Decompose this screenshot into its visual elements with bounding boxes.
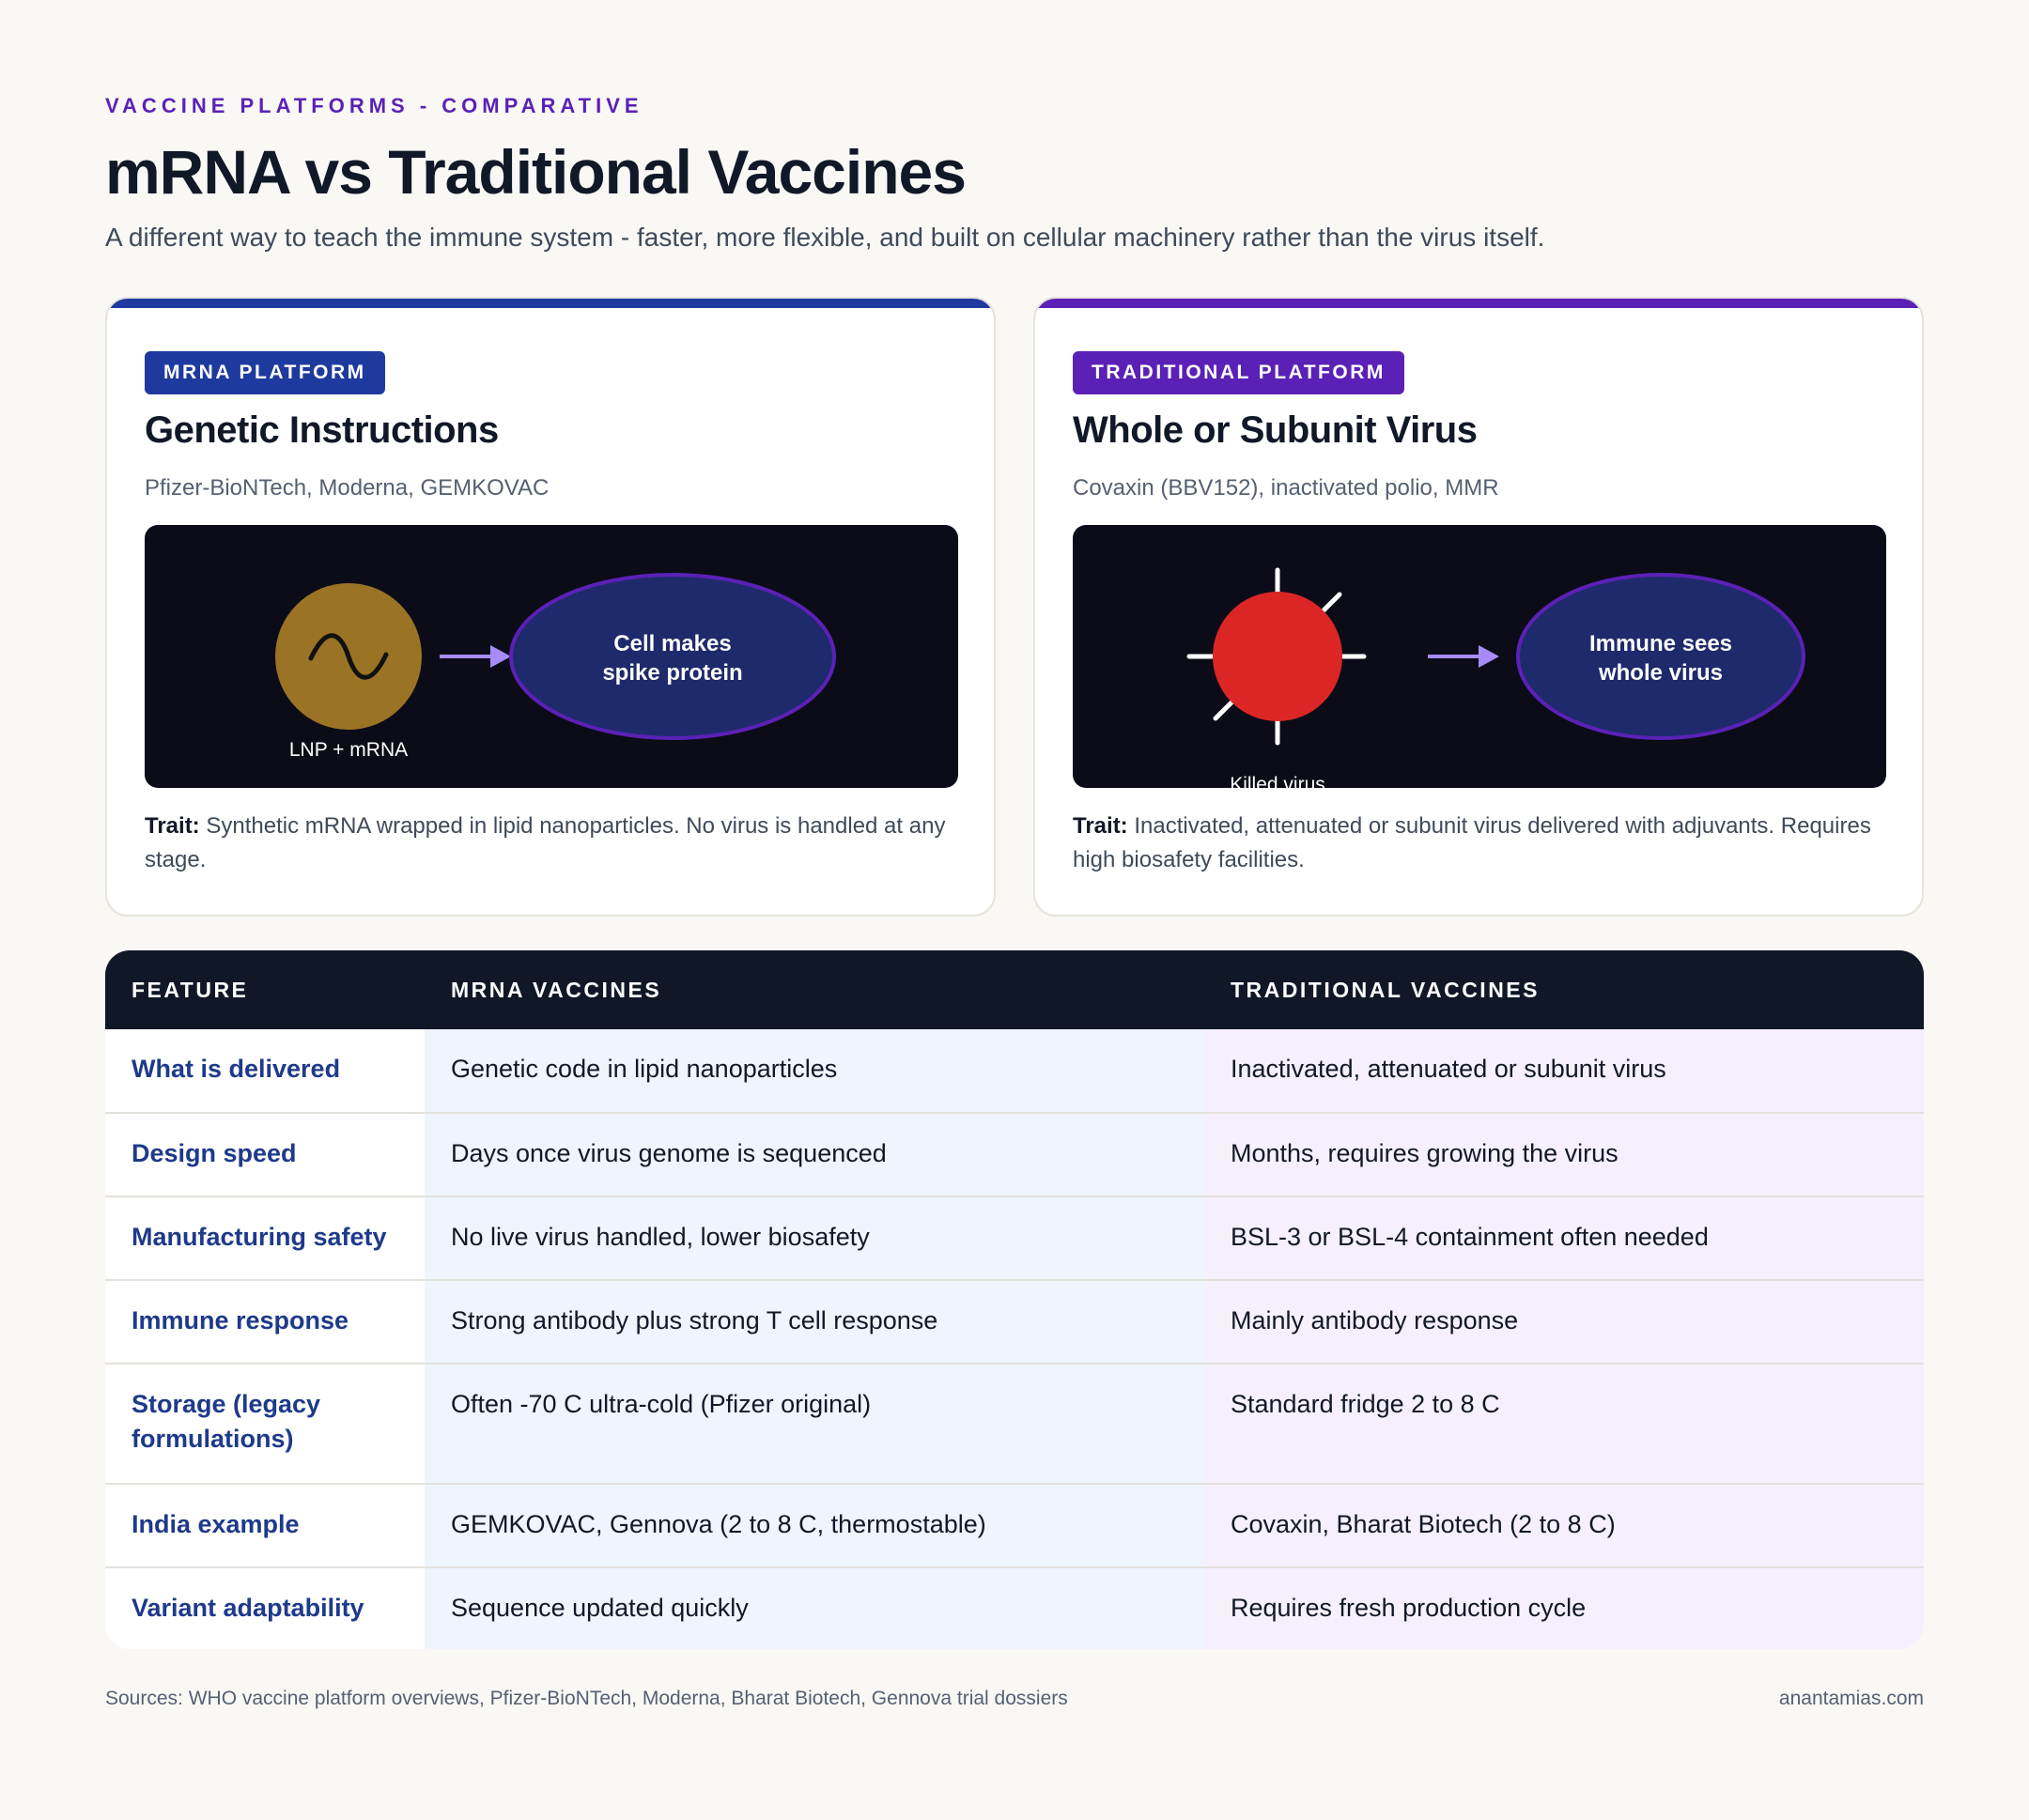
card-examples: Pfizer-BioNTech, Moderna, GEMKOVAC bbox=[145, 475, 550, 501]
trait-text: Synthetic mRNA wrapped in lipid nanopart… bbox=[145, 813, 946, 872]
card-accent-bar bbox=[107, 299, 994, 308]
table-row: Variant adaptability Sequence updated qu… bbox=[105, 1566, 1924, 1649]
table-row: Immune response Strong antibody plus str… bbox=[105, 1279, 1924, 1364]
table-row: India example GEMKOVAC, Gennova (2 to 8 … bbox=[105, 1483, 1924, 1567]
traditional-cell: Inactivated, attenuated or subunit virus bbox=[1204, 1029, 1924, 1113]
sources-note: Sources: WHO vaccine platform overviews,… bbox=[105, 1688, 1068, 1709]
traditional-cell: Standard fridge 2 to 8 C bbox=[1204, 1363, 1924, 1484]
wave-icon bbox=[308, 633, 389, 680]
mrna-platform-card: MRNA PLATFORM Genetic Instructions Pfize… bbox=[105, 297, 996, 917]
trait-text: Inactivated, attenuated or subunit virus… bbox=[1073, 813, 1871, 872]
feature-cell: Variant adaptability bbox=[105, 1566, 425, 1649]
feature-cell: Storage (legacy formulations) bbox=[105, 1363, 425, 1484]
table-row: What is delivered Genetic code in lipid … bbox=[105, 1029, 1924, 1113]
page-subtitle: A different way to teach the immune syst… bbox=[105, 223, 1545, 252]
card-accent-bar bbox=[1035, 299, 1922, 308]
card-title: Whole or Subunit Virus bbox=[1073, 409, 1478, 451]
traditional-cell: Covaxin, Bharat Biotech (2 to 8 C) bbox=[1204, 1483, 1924, 1567]
mrna-cell: No live virus handled, lower biosafety bbox=[425, 1195, 1204, 1280]
feature-cell: Design speed bbox=[105, 1112, 425, 1196]
arrow-right-icon bbox=[490, 645, 511, 668]
mrna-cell: Often -70 C ultra-cold (Pfizer original) bbox=[425, 1363, 1204, 1484]
cell-label-line2: spike protein bbox=[602, 660, 742, 686]
mrna-cell: Days once virus genome is sequenced bbox=[425, 1112, 1204, 1196]
immune-label-line1: Immune sees bbox=[1589, 631, 1732, 656]
mrna-cell: Sequence updated quickly bbox=[425, 1566, 1204, 1649]
comparison-table-grid: FEATURE MRNA VACCINES TRADITIONAL VACCIN… bbox=[105, 950, 1924, 1649]
mrna-illustration: LNP + mRNA Cell makes spike protein bbox=[145, 525, 958, 788]
column-header-traditional: TRADITIONAL VACCINES bbox=[1204, 950, 1924, 1029]
trait-label: Trait: bbox=[145, 813, 200, 839]
mrna-cell: Genetic code in lipid nanoparticles bbox=[425, 1029, 1204, 1113]
trait-label: Trait: bbox=[1073, 813, 1128, 839]
virus-icon bbox=[1213, 592, 1342, 721]
traditional-illustration-svg: Killed virus Immune sees whole virus bbox=[1186, 567, 1805, 788]
table-header-row: FEATURE MRNA VACCINES TRADITIONAL VACCIN… bbox=[105, 950, 1924, 1029]
page: VACCINE PLATFORMS - COMPARATIVE mRNA vs … bbox=[105, 0, 1924, 1820]
traditional-platform-card: TRADITIONAL PLATFORM Whole or Subunit Vi… bbox=[1033, 297, 1924, 917]
comparison-table: FEATURE MRNA VACCINES TRADITIONAL VACCIN… bbox=[105, 950, 1924, 1649]
feature-cell: Immune response bbox=[105, 1279, 425, 1364]
virus-label: Killed virus bbox=[1230, 774, 1325, 788]
column-header-feature: FEATURE bbox=[105, 950, 425, 1029]
cell-shape bbox=[509, 573, 836, 740]
mrna-illustration-svg: LNP + mRNA Cell makes spike protein bbox=[275, 573, 836, 761]
column-header-mrna: MRNA VACCINES bbox=[425, 950, 1204, 1029]
platform-badge: TRADITIONAL PLATFORM bbox=[1073, 351, 1404, 394]
table-row: Storage (legacy formulations) Often -70 … bbox=[105, 1363, 1924, 1484]
eyebrow: VACCINE PLATFORMS - COMPARATIVE bbox=[105, 94, 643, 117]
lnp-label: LNP + mRNA bbox=[289, 739, 408, 761]
mrna-cell: Strong antibody plus strong T cell respo… bbox=[425, 1279, 1204, 1364]
feature-cell: What is delivered bbox=[105, 1029, 425, 1113]
cell-label-line1: Cell makes bbox=[613, 631, 731, 656]
site-link[interactable]: anantamias.com bbox=[1778, 1688, 1924, 1709]
card-title: Genetic Instructions bbox=[145, 409, 499, 451]
traditional-cell: Requires fresh production cycle bbox=[1204, 1566, 1924, 1649]
card-examples: Covaxin (BBV152), inactivated polio, MMR bbox=[1073, 475, 1499, 501]
traditional-cell: Months, requires growing the virus bbox=[1204, 1112, 1924, 1196]
traditional-illustration: Killed virus Immune sees whole virus bbox=[1073, 525, 1886, 788]
table-row: Design speed Days once virus genome is s… bbox=[105, 1112, 1924, 1196]
feature-cell: India example bbox=[105, 1483, 425, 1567]
platform-badge: MRNA PLATFORM bbox=[145, 351, 385, 394]
feature-cell: Manufacturing safety bbox=[105, 1195, 425, 1280]
arrow-right-icon bbox=[1479, 645, 1499, 668]
card-trait: Trait: Inactivated, attenuated or subuni… bbox=[1073, 810, 1899, 877]
traditional-cell: Mainly antibody response bbox=[1204, 1279, 1924, 1364]
immune-cell-shape bbox=[1516, 573, 1805, 740]
table-row: Manufacturing safety No live virus handl… bbox=[105, 1195, 1924, 1280]
mrna-cell: GEMKOVAC, Gennova (2 to 8 C, thermostabl… bbox=[425, 1483, 1204, 1567]
traditional-cell: BSL-3 or BSL-4 containment often needed bbox=[1204, 1195, 1924, 1280]
card-trait: Trait: Synthetic mRNA wrapped in lipid n… bbox=[145, 810, 971, 877]
page-title: mRNA vs Traditional Vaccines bbox=[105, 137, 967, 207]
immune-label-line2: whole virus bbox=[1598, 660, 1723, 686]
